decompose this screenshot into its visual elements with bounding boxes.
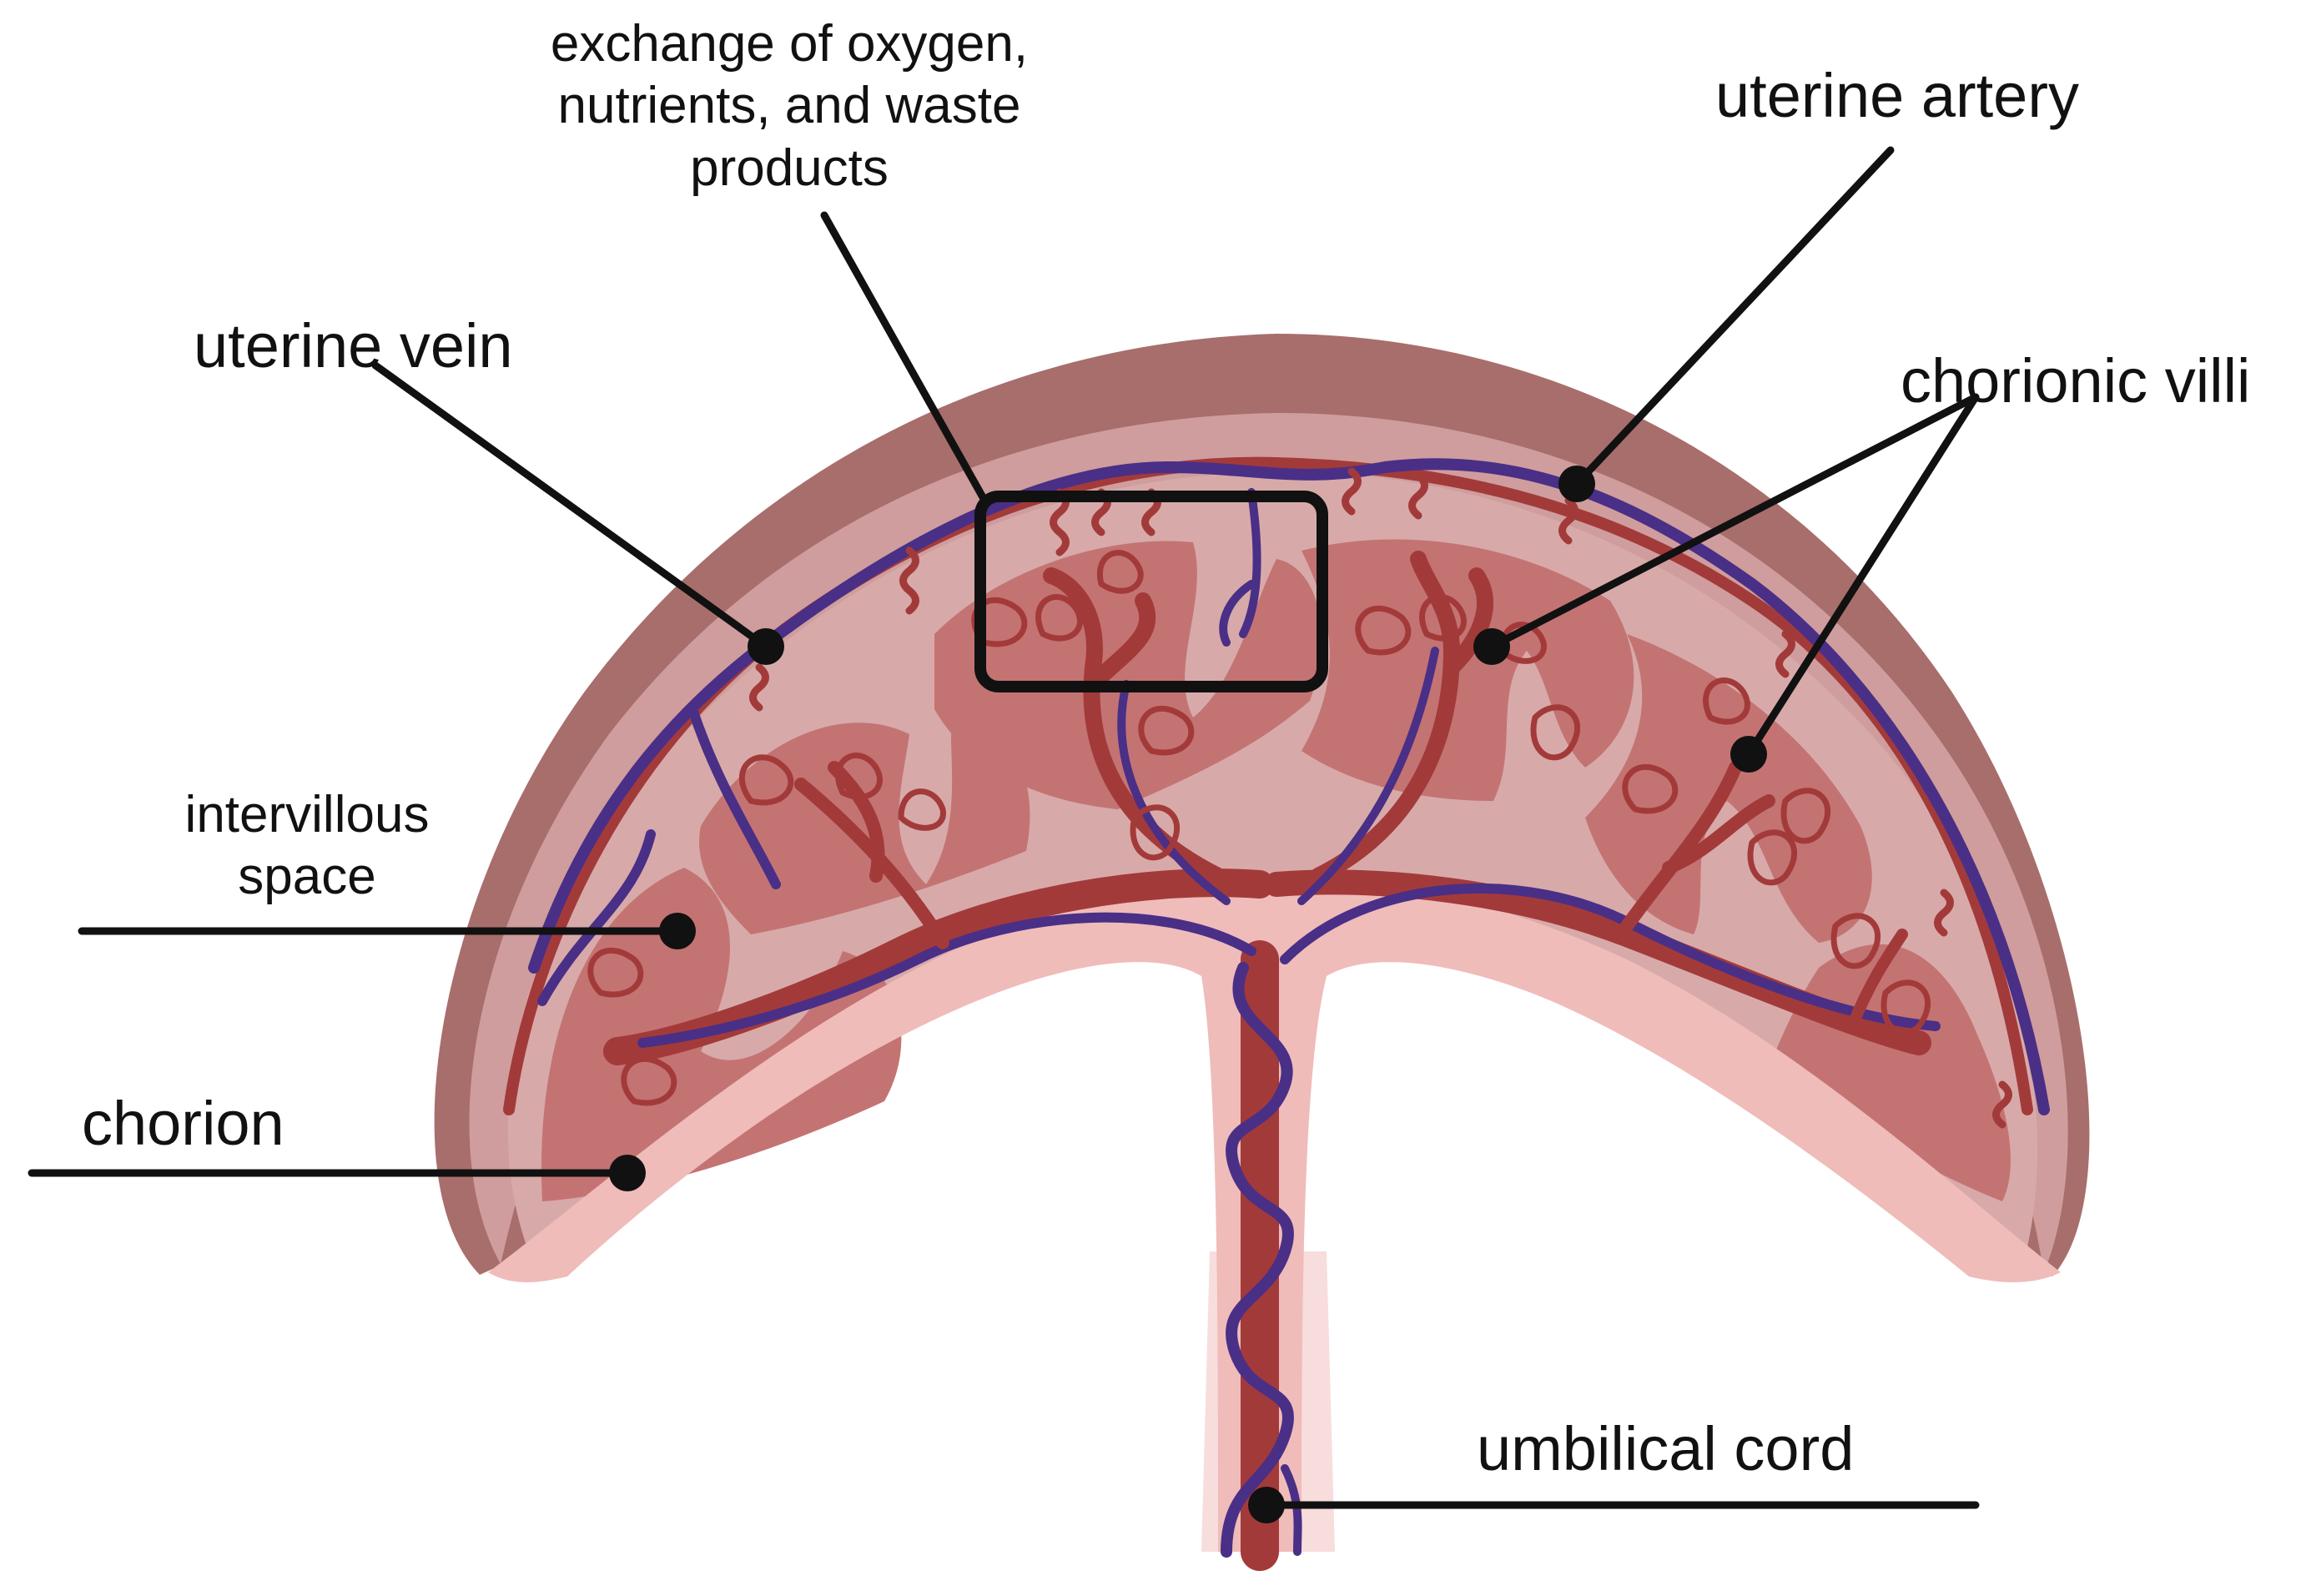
label-intervillous-space: intervillous space [185,784,430,909]
label-umbilical-cord: umbilical cord [1477,1414,1855,1483]
cotyledon-2 [699,722,1030,934]
label-exchange-line-2: nutrients, and waste [557,77,1021,135]
dot-intervillous-space [659,913,696,949]
exchange-region-box [974,491,1328,692]
pointer-exchange [820,211,987,501]
label-chorion: chorion [82,1089,284,1158]
label-exchange-line-1: exchange of oxygen, [550,15,1029,73]
cotyledon-4 [1301,539,1634,801]
stem-villus-right [1620,761,1775,933]
label-uterine-vein: uterine vein [194,311,513,380]
dot-chorionic-villi-a [1473,628,1510,665]
pointer-dots [609,466,1767,1523]
cotyledon-3 [934,541,1322,809]
label-uterine-artery: uterine artery [1715,61,2079,130]
pointer-chorionic-villi-a [1488,393,1980,651]
stem-villus-center-right [1310,551,1493,884]
vein-trunk-left [637,912,1256,1048]
cotyledons [541,539,2011,1201]
label-exchange: exchange of oxygen, nutrients, and waste… [551,13,1028,199]
pointer-uterine-vein [371,361,770,651]
stem-villus-far-right [1846,929,1908,1032]
dot-chorion [609,1155,646,1191]
label-exchange-line-3: products [690,138,889,197]
spiral-artery [749,467,2012,1129]
dot-uterine-artery [1558,466,1595,502]
cotyledon-1 [541,868,902,1201]
uterine-vein-vessel [528,458,2050,1115]
pointer-uterine-artery [1573,146,1895,488]
stem-villus-vein-center [1117,488,1439,905]
label-chorionic-villi: chorionic villi [1901,346,2251,415]
pointer-lines [28,146,1980,1509]
stem-villus-left [794,761,949,949]
label-intervillous-line-1: intervillous [184,786,430,843]
umbilical-vein-2 [1281,1464,1302,1556]
artery-trunk-right [1264,869,1931,1055]
dot-uterine-vein [748,628,784,665]
label-intervillous-line-2: space [238,848,376,906]
dot-umbilical-cord [1248,1487,1285,1523]
dot-chorionic-villi-b [1730,736,1767,773]
uterine-vein-branch [537,704,781,1006]
pointer-chorionic-villi-b [1745,393,1980,758]
umbilical-vein [1221,962,1294,1558]
